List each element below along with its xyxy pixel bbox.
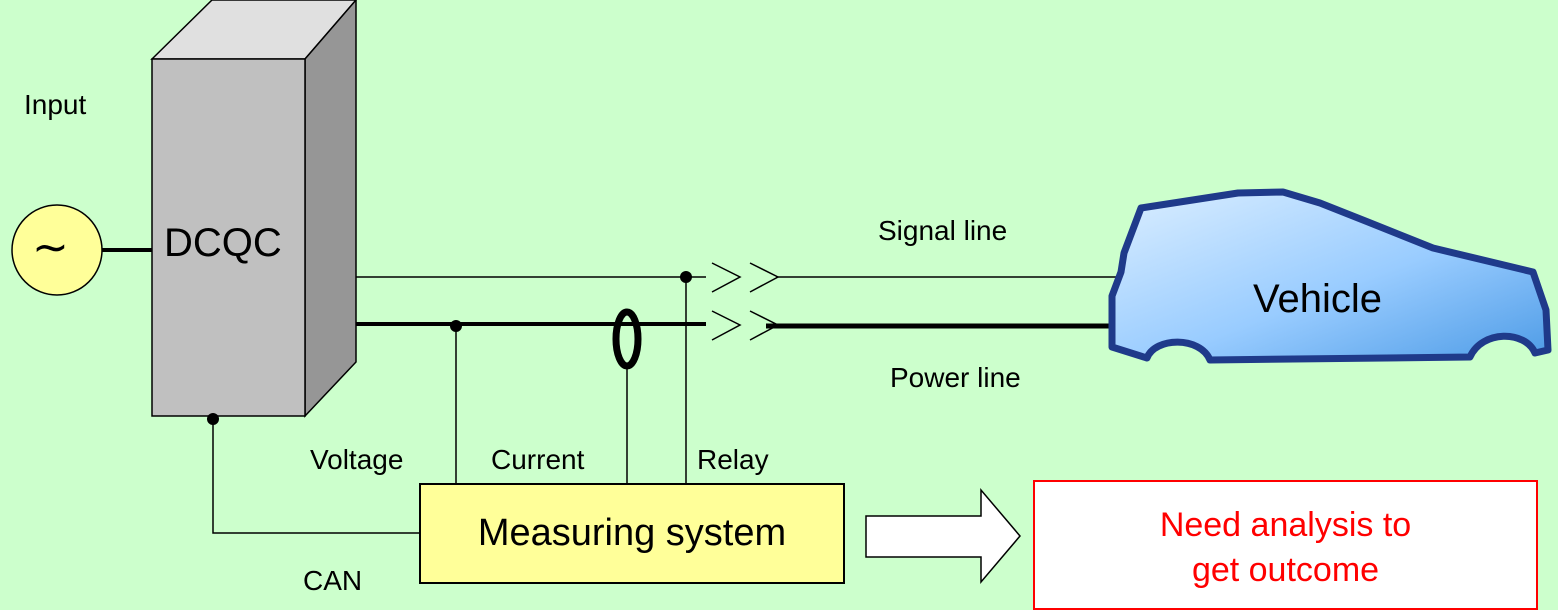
can-wire (207, 413, 419, 534)
voltage-label: Voltage (310, 444, 404, 475)
ac-source (11, 204, 152, 296)
signal-line (356, 262, 1118, 293)
can-label: CAN (303, 565, 363, 596)
relay-label: Relay (697, 444, 769, 475)
can-junction (207, 413, 219, 425)
output-arrow (865, 487, 1021, 585)
power-line (356, 310, 1112, 341)
relay-tap-junction (680, 271, 692, 283)
charger-cabinet (150, 0, 357, 418)
power-line-label: Power line (890, 362, 1021, 393)
current-clamp (612, 308, 642, 370)
power-connector-chevron-1 (711, 310, 742, 341)
measuring-system-box: Measuring system (419, 483, 845, 584)
ac-source-symbol: ∼ (32, 223, 69, 272)
vehicle-shape (1108, 188, 1552, 364)
vehicle-body (1108, 188, 1552, 364)
power-connector-chevron-2 (749, 310, 780, 341)
signal-connector-chevron-1 (711, 262, 742, 293)
signal-connector-chevron-2 (749, 262, 780, 293)
current-label: Current (491, 444, 585, 475)
charger-front-face (151, 58, 306, 417)
measurement-taps (450, 271, 692, 483)
charger-side-face (304, 0, 357, 418)
outcome-text: Need analysis to get outcome (1159, 506, 1412, 589)
signal-line-label: Signal line (878, 215, 1008, 246)
voltage-tap-junction (450, 320, 462, 332)
outcome-box: Need analysis to get outcome (1033, 480, 1538, 610)
measuring-system-label: Measuring system (477, 512, 787, 554)
vehicle-label: Vehicle (1253, 277, 1382, 321)
charger-label: DCQC (164, 221, 282, 265)
input-label: Input (24, 89, 87, 120)
